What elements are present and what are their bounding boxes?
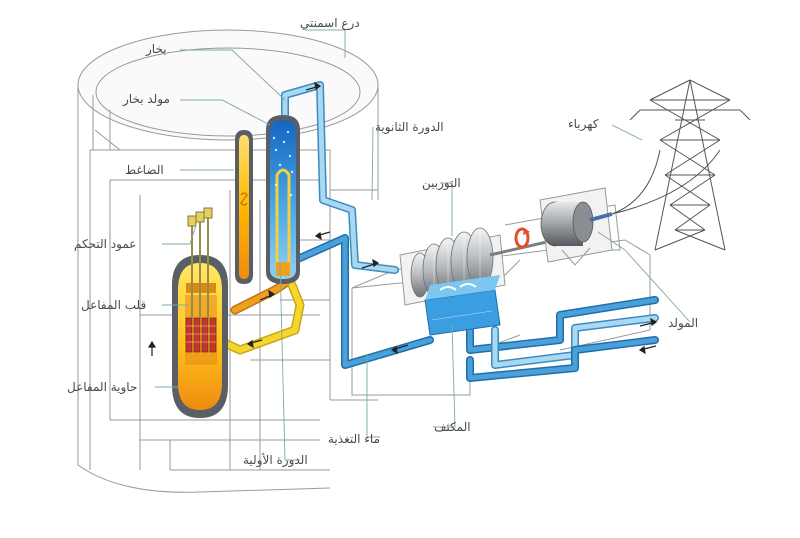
label-condenser: المكثف	[434, 420, 471, 434]
label-primary-loop: الدورة الأولية	[243, 453, 308, 467]
flow-arrows	[147, 81, 658, 356]
label-feed-water: ماء التغذية	[328, 432, 381, 446]
containment-building	[77, 29, 379, 493]
label-control-rods: عمود التحكم	[74, 237, 137, 251]
flow-arrow-icon	[246, 339, 263, 349]
label-turbine: التوربين	[422, 176, 461, 190]
label-reactor-core: قلب المفاعل	[81, 298, 147, 312]
label-steam-generator: مولد بخار	[123, 92, 170, 106]
leader-lines	[155, 29, 691, 461]
generator	[539, 187, 613, 266]
rotation-arrow-icon	[514, 227, 530, 249]
flow-arrow-icon	[259, 289, 276, 301]
reactor-core	[185, 295, 217, 365]
flow-arrow-icon	[638, 345, 657, 355]
steam-generator	[266, 115, 300, 284]
label-secondary-loop: الدورة الثانوية	[375, 120, 444, 134]
pressurizer	[235, 130, 253, 284]
flow-arrow-icon	[390, 344, 409, 355]
primary-loop-pipes	[213, 275, 305, 355]
secondary-loop-pipes	[281, 81, 659, 382]
label-generator: المولد	[668, 316, 699, 330]
label-containment: درع اسمنتي	[300, 16, 360, 30]
label-pressurizer: الضاغط	[125, 163, 164, 177]
flow-arrow-icon	[147, 340, 157, 356]
flow-arrow-icon	[305, 81, 322, 91]
control-rods	[187, 207, 213, 318]
flow-arrow-icon	[639, 317, 658, 327]
label-reactor-vessel: حاوية المفاعل	[67, 380, 138, 394]
transmission-tower	[611, 79, 751, 251]
flow-arrow-icon	[314, 231, 331, 241]
label-steam: بخار	[146, 42, 167, 56]
label-electricity: كهرباء	[568, 117, 599, 131]
condenser	[424, 275, 501, 336]
flow-arrow-icon	[361, 258, 380, 269]
